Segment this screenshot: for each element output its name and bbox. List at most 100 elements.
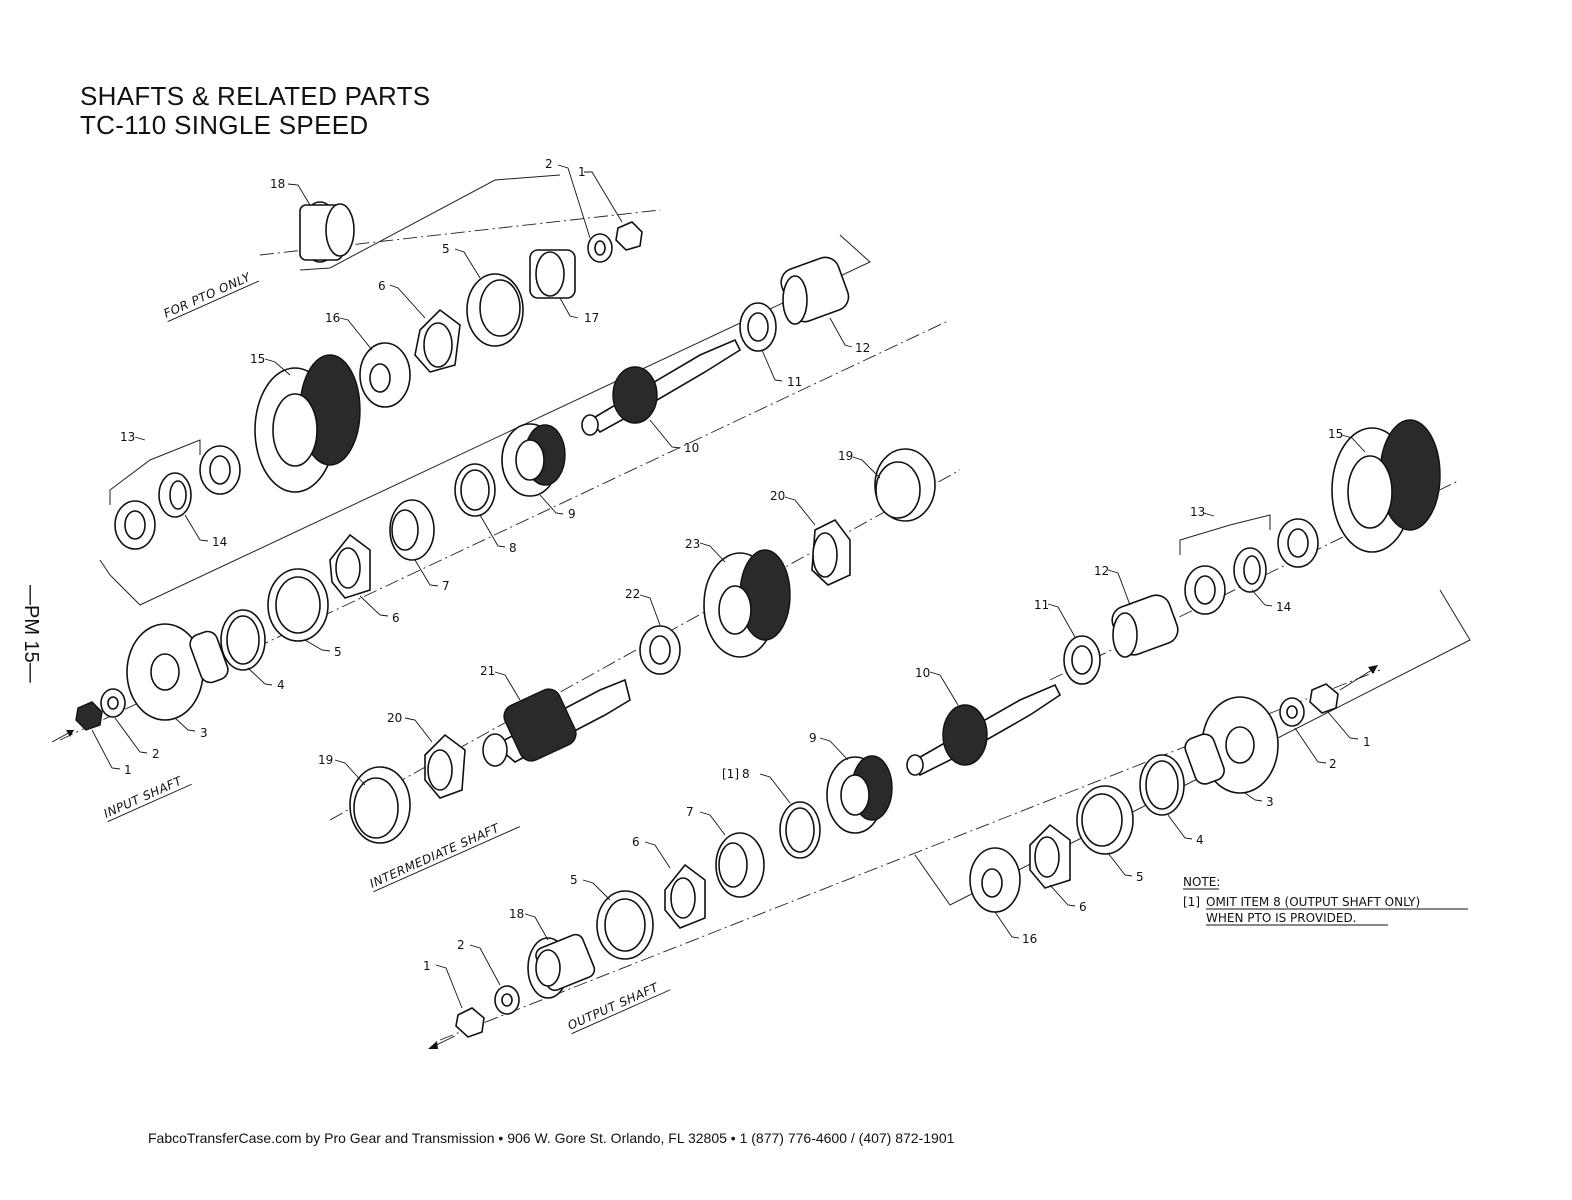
callout-pto-17: 17: [559, 297, 599, 325]
callout-r-2-end: 2: [1294, 727, 1337, 771]
callout-number: 18: [509, 907, 524, 921]
svg-text:FOR PTO ONLY: FOR PTO ONLY: [162, 269, 254, 320]
label-input-shaft: INPUT SHAFT: [102, 773, 192, 823]
note-block: NOTE: [1] OMIT ITEM 8 (OUTPUT SHAFT ONLY…: [1183, 875, 1468, 926]
nut-1-pto: [615, 221, 643, 251]
callout-number: 10: [915, 666, 930, 680]
callout-number: 19: [838, 449, 853, 463]
callout-number: 9: [568, 507, 576, 521]
bearing-cup-5-output: [596, 890, 654, 960]
gear-18-output: [527, 933, 596, 999]
bearing-22: [639, 625, 681, 675]
bearing-cup-7-output: [715, 832, 765, 898]
callout-8: 8: [479, 514, 517, 555]
gear-23: [703, 549, 791, 658]
callout-number: 17: [584, 311, 599, 325]
callout-number: 21: [480, 664, 495, 678]
clutch-9: [501, 423, 566, 497]
washer-2-right: [1279, 697, 1305, 727]
callout-19-top: 19: [838, 449, 881, 479]
output-arrow: [428, 1035, 456, 1049]
callout-number: 6: [632, 835, 640, 849]
callout-number: 6: [392, 611, 400, 625]
callout-r-4-end: 4: [1167, 814, 1204, 847]
note-heading: NOTE:: [1183, 875, 1220, 889]
callout-21: 21: [480, 664, 521, 701]
callout-r-10: 10: [915, 666, 959, 706]
clutch-9-output: [826, 755, 893, 834]
callout-number: 18: [270, 177, 285, 191]
callout-5: 5: [304, 639, 342, 659]
callout-number: 23: [685, 537, 700, 551]
callout-19-bottom: 19: [318, 753, 366, 786]
callout-20-top: 20: [770, 489, 816, 526]
nut-1-output: [455, 1007, 485, 1038]
svg-text:[1]: [1]: [722, 767, 739, 781]
callout-pto-5: 5: [442, 242, 481, 279]
callout-number: 20: [770, 489, 785, 503]
spacer-14-right: [1233, 547, 1267, 593]
callout-r-5-end: 5: [1107, 852, 1144, 884]
cone-20-right: [811, 518, 851, 586]
callout-number: 1: [1363, 735, 1371, 749]
callout-number: 13: [1190, 505, 1205, 519]
callout-number: 7: [686, 805, 694, 819]
callout-number: 16: [1022, 932, 1037, 946]
callout-number: 12: [1094, 564, 1109, 578]
callout-r-9: 9: [809, 731, 849, 761]
svg-text:INPUT SHAFT: INPUT SHAFT: [102, 773, 186, 821]
bracket-13-left: [109, 439, 201, 505]
page-title: SHAFTS & RELATED PARTS: [80, 81, 431, 111]
callout-pto-2: 2: [545, 157, 591, 239]
callout-r-6: 6: [632, 835, 671, 869]
spacer-14: [158, 472, 192, 518]
callout-number: 8: [742, 767, 750, 781]
race-8-output: [779, 801, 821, 859]
input-shaft-10: [581, 338, 742, 436]
race-8: [454, 463, 496, 517]
callout-number: 4: [277, 678, 285, 692]
callout-r-5: 5: [570, 873, 611, 901]
intermediate-shaft-21: [482, 678, 631, 767]
callout-r-7: 7: [686, 805, 726, 836]
callout-r-6-end: 6: [1049, 884, 1087, 914]
output-arrow-right: [1339, 665, 1378, 691]
note-line-2: WHEN PTO IS PROVIDED.: [1206, 911, 1357, 925]
callout-r-14: 14: [1251, 589, 1291, 614]
race-4-right: [1139, 754, 1185, 816]
bearing-cup-5: [267, 568, 329, 642]
callout-number: 9: [809, 731, 817, 745]
cone-6: [329, 533, 371, 599]
label-pto-only: FOR PTO ONLY: [162, 269, 260, 323]
washer-2-input: [100, 688, 126, 718]
callout-11: 11: [761, 349, 802, 389]
bracket-13-right: [1179, 514, 1271, 555]
callout-r-13: 13: [1190, 505, 1215, 519]
callout-6: 6: [359, 595, 400, 625]
pto-bracket: [299, 174, 561, 271]
cone-6-pto: [414, 308, 461, 373]
callout-number: 13: [120, 430, 135, 444]
callout-number: 19: [318, 753, 333, 767]
callout-number: 3: [1266, 795, 1274, 809]
washer-2-output: [494, 985, 520, 1015]
callout-number: 2: [545, 157, 553, 171]
callout-number: 7: [442, 579, 450, 593]
pto-gear-18: [299, 201, 355, 263]
bearing-cup-19-right: [874, 448, 936, 522]
callout-r-18: 18: [509, 907, 549, 941]
spacer-16-right: [969, 847, 1021, 913]
callout-r-3-end: 3: [1244, 792, 1274, 809]
note-symbol: [1]: [1183, 895, 1200, 909]
washer-11-right: [1063, 635, 1101, 685]
cone-6-right: [1029, 823, 1071, 889]
callout-number: 6: [1079, 900, 1087, 914]
bearing-cup-7: [389, 499, 435, 561]
gear-15-right: [1331, 419, 1441, 553]
callout-9: 9: [539, 494, 576, 521]
washer-2-pto: [587, 233, 613, 263]
callout-number: 4: [1196, 833, 1204, 847]
callout-r-1: 1: [423, 959, 463, 1009]
callout-number: 3: [200, 726, 208, 740]
